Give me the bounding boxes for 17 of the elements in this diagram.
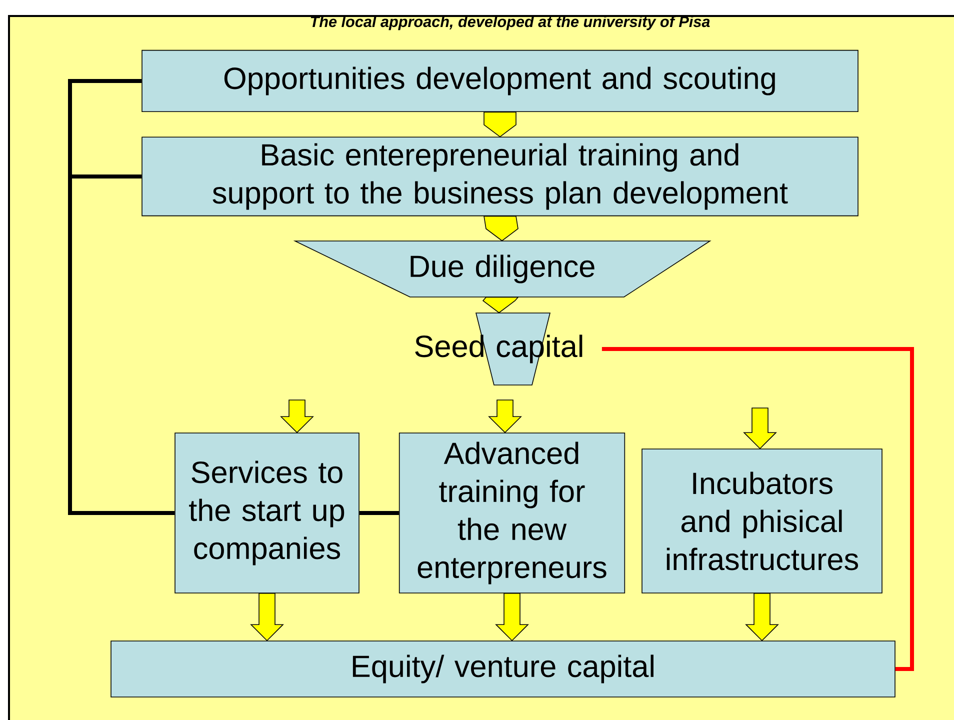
- process-box: Incubators and phisical infrastructures: [642, 448, 882, 594]
- connector-line: [359, 511, 399, 515]
- connector-line: [68, 79, 175, 515]
- connector-line: [602, 347, 914, 671]
- block-arrow: [484, 216, 518, 242]
- block-arrow: [484, 112, 516, 138]
- block-arrow: [488, 400, 522, 434]
- process-box: Advanced training for the new enterpreneurs: [398, 432, 626, 594]
- process-box: Equity/ venture capital: [110, 640, 896, 698]
- block-arrow: [745, 593, 779, 642]
- block-arrow: [280, 400, 314, 434]
- process-box: Opportunities development and scouting: [142, 50, 858, 112]
- block-arrow: [743, 408, 777, 450]
- process-box: Basic enterepreneurial training and support to the business plan development: [142, 136, 858, 216]
- block-arrow: [250, 593, 284, 642]
- process-box: Services to the start up companies: [174, 432, 360, 594]
- block-arrow: [495, 593, 529, 642]
